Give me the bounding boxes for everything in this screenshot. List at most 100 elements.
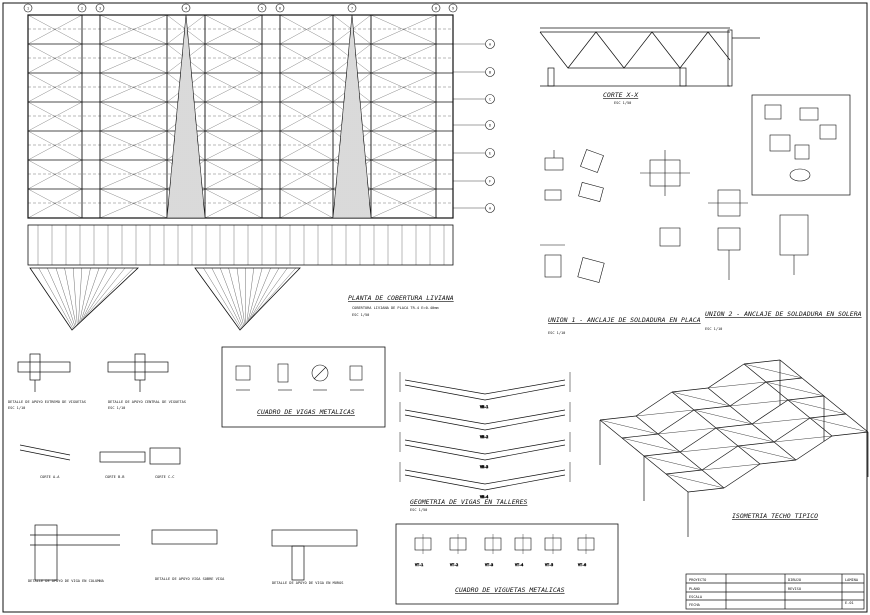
grid-tag-label: 3 — [99, 7, 101, 11]
union1-title: UNION 1 - ANCLAJE DE SOLDADURA EN PLACA — [548, 316, 701, 324]
truss-diagonal — [737, 445, 797, 461]
roof-plan-subtitle: COBERTURA LIVIANA DE PLACA TR-4 E=0.40mm — [352, 306, 439, 310]
det-central-scale: ESC 1/10 — [108, 406, 125, 410]
canopy-rib — [249, 267, 280, 321]
canopy-rib — [79, 267, 91, 324]
canopy-rib — [250, 267, 288, 320]
bracing-line — [279, 14, 334, 45]
tb-date-label: FECHA — [689, 603, 701, 607]
truss-chord — [643, 451, 681, 457]
row-tag-bubble — [485, 176, 495, 186]
canopy-rib — [78, 267, 82, 325]
tb-drawn-label: DIBUJO — [788, 578, 801, 582]
tb-scale-label: ESCALA — [689, 595, 703, 599]
truss-purlin — [679, 451, 703, 471]
grid-tag-label: 8 — [435, 7, 437, 11]
tb-plan-label: PLANO — [689, 587, 700, 591]
truss-diagonal — [701, 463, 761, 471]
row-tag-bubble — [485, 67, 495, 77]
canopy-rib — [80, 267, 100, 323]
roof-plan — [27, 14, 454, 331]
truss-purlin — [765, 381, 789, 401]
joist-table-title: CUADRO DE VIGUETAS METALICAS — [455, 586, 565, 594]
bracing-line — [27, 188, 83, 219]
grid-tag-label: 7 — [351, 7, 353, 11]
truss-diagonal — [729, 399, 789, 407]
det-extreme-title: DETALLE DE APOYO EXTREMO DE VIGUETAS — [8, 400, 86, 404]
beam-geometry-scale: ESC 1/50 — [410, 508, 427, 512]
truss-purlin — [801, 377, 825, 397]
canopy-rib — [73, 267, 78, 326]
bracing-line — [27, 159, 83, 190]
bracing-line — [204, 159, 263, 190]
truss-diagonal — [787, 399, 847, 415]
truss-diagonal — [693, 409, 753, 425]
grid-tag-bubble — [95, 3, 105, 13]
canopy-rib — [55, 267, 76, 328]
union2-title: UNION 2 - ANCLAJE DE SOLDADURA EN SOLERA — [705, 310, 862, 318]
beam-label: VM-3 — [480, 465, 488, 469]
canopy-rib — [246, 267, 254, 324]
truss-chord — [707, 363, 745, 389]
grid-tag-bubble — [431, 3, 441, 13]
truss-purlin — [707, 387, 731, 407]
canopy-rib — [84, 267, 134, 319]
joist-label: VT-4 — [515, 563, 523, 567]
beam-table-title: CUADRO DE VIGAS METALICAS — [257, 408, 355, 416]
canopy-rib — [211, 267, 243, 329]
truss-diagonal — [599, 419, 659, 435]
bracing-line — [99, 188, 168, 219]
joist-label: VT-2 — [450, 563, 458, 567]
cut-c-title: CORTE C-C — [155, 475, 174, 479]
union2-details — [640, 150, 809, 280]
truss-diagonal — [643, 455, 703, 471]
row-tag-bubble — [485, 39, 495, 49]
truss-diagonal — [809, 417, 869, 433]
grid-tag-label: 6 — [279, 7, 281, 11]
bracing-line — [27, 14, 83, 45]
truss-chord — [759, 459, 797, 465]
joist-label: VT-5 — [545, 563, 553, 567]
truss-chord — [723, 463, 761, 489]
truss-purlin — [779, 359, 803, 379]
beam-table-frame — [221, 346, 386, 428]
beam-bottom-chord — [404, 474, 566, 491]
support-details — [17, 353, 358, 581]
truss-chord — [773, 417, 811, 443]
row-tag-label: D — [489, 123, 491, 127]
bracing-line — [370, 159, 437, 190]
truss-chord — [599, 415, 637, 421]
canopy-rib — [38, 267, 74, 330]
joist-label: VT-6 — [578, 563, 586, 567]
tb-project-label: PROYECTO — [689, 578, 706, 582]
truss-diagonal — [707, 381, 767, 389]
truss-chord — [729, 381, 767, 407]
cut-b-title: CORTE B-B — [105, 475, 124, 479]
truss-diagonal — [679, 445, 739, 453]
bracing-line — [370, 14, 437, 45]
truss-chord — [765, 377, 803, 383]
grid-tag-label: 2 — [81, 7, 83, 11]
truss-chord — [831, 431, 869, 437]
bracing-line — [204, 130, 263, 161]
truss-purlin — [693, 409, 717, 429]
truss-purlin — [599, 419, 623, 439]
truss-chord — [795, 435, 833, 461]
det-extreme-scale: ESC 1/10 — [8, 406, 25, 410]
beam-bottom-chord — [404, 414, 566, 431]
truss-purlin — [701, 469, 725, 489]
canopy-right — [194, 267, 301, 331]
truss-diagonal — [657, 427, 717, 435]
truss-purlin — [671, 391, 695, 411]
isometric-roof-truss — [599, 359, 869, 537]
det-wall-title: DETALLE DE APOYO DE VIGA EN MUROS — [272, 581, 343, 585]
bracing-line — [279, 188, 334, 219]
canopy-rib — [220, 267, 244, 328]
det-central-title: DETALLE DE APOYO CENTRAL DE VIGUETAS — [108, 400, 186, 404]
bracing-line — [279, 72, 334, 103]
canopy-rib — [228, 267, 244, 327]
joist-label: VT-1 — [415, 563, 423, 567]
truss-chord — [715, 423, 753, 429]
det-beam-on-beam-title: DETALLE DE APOYO VIGA SOBRE VIGA — [155, 577, 225, 581]
